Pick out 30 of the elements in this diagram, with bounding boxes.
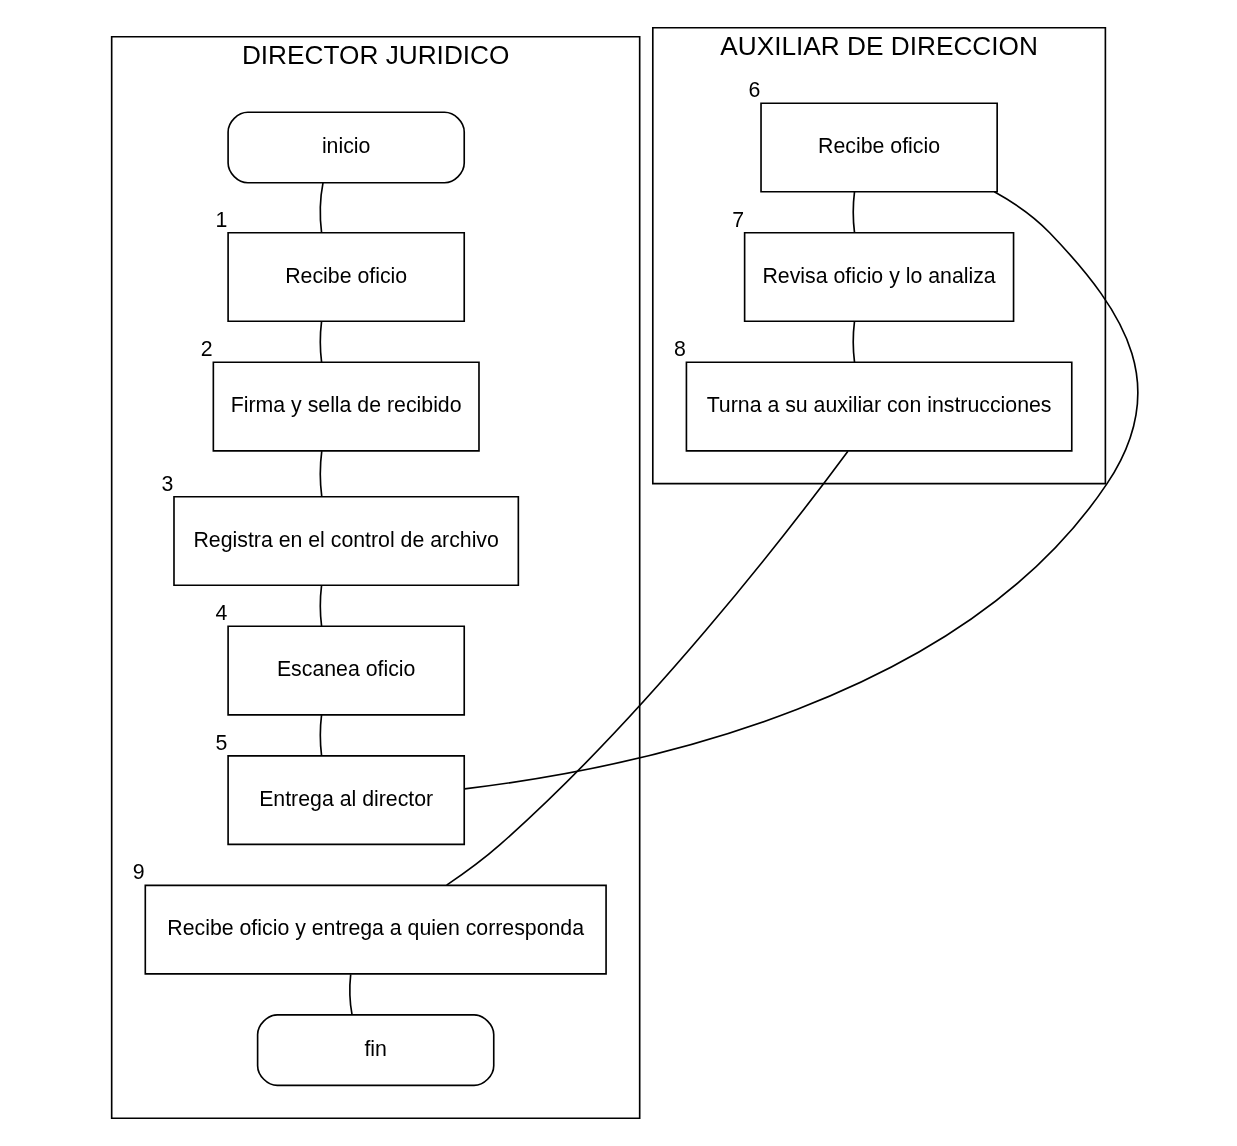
connector <box>852 191 856 234</box>
node-box: Recibe oficio y entrega a quien corresponda <box>144 884 607 975</box>
connector <box>463 190 1139 790</box>
node-label: 7 <box>732 207 744 232</box>
node-label: 5 <box>215 730 228 755</box>
node-box: Firma y sella de recibido <box>212 361 480 452</box>
node-box: Recibe oficio <box>760 102 998 193</box>
node-label: 1 <box>215 207 228 232</box>
node-label: 8 <box>673 337 686 362</box>
node-label: 4 <box>215 601 228 626</box>
connector <box>319 584 323 628</box>
connector <box>319 182 324 234</box>
node-label: 2 <box>200 337 213 362</box>
connector <box>319 714 323 757</box>
connector <box>852 320 856 364</box>
node-box: inicio <box>227 111 466 184</box>
node-box: Escanea oficio <box>227 625 466 716</box>
node-label: 9 <box>132 860 145 885</box>
connector <box>319 450 323 498</box>
node-box: Revisa oficio y lo analiza <box>743 231 1015 323</box>
node-label: 3 <box>161 471 174 496</box>
node-box: Turna a su auxiliar con instrucciones <box>685 361 1073 452</box>
connector <box>349 973 353 1016</box>
node-box: Recibe oficio <box>227 231 466 323</box>
connector <box>319 320 323 364</box>
node-label: 6 <box>748 78 761 103</box>
node-box: fin <box>256 1014 495 1087</box>
node-box: Entrega al director <box>227 755 466 846</box>
connector <box>445 450 849 886</box>
node-box: Registra en el control de archivo <box>173 495 520 587</box>
